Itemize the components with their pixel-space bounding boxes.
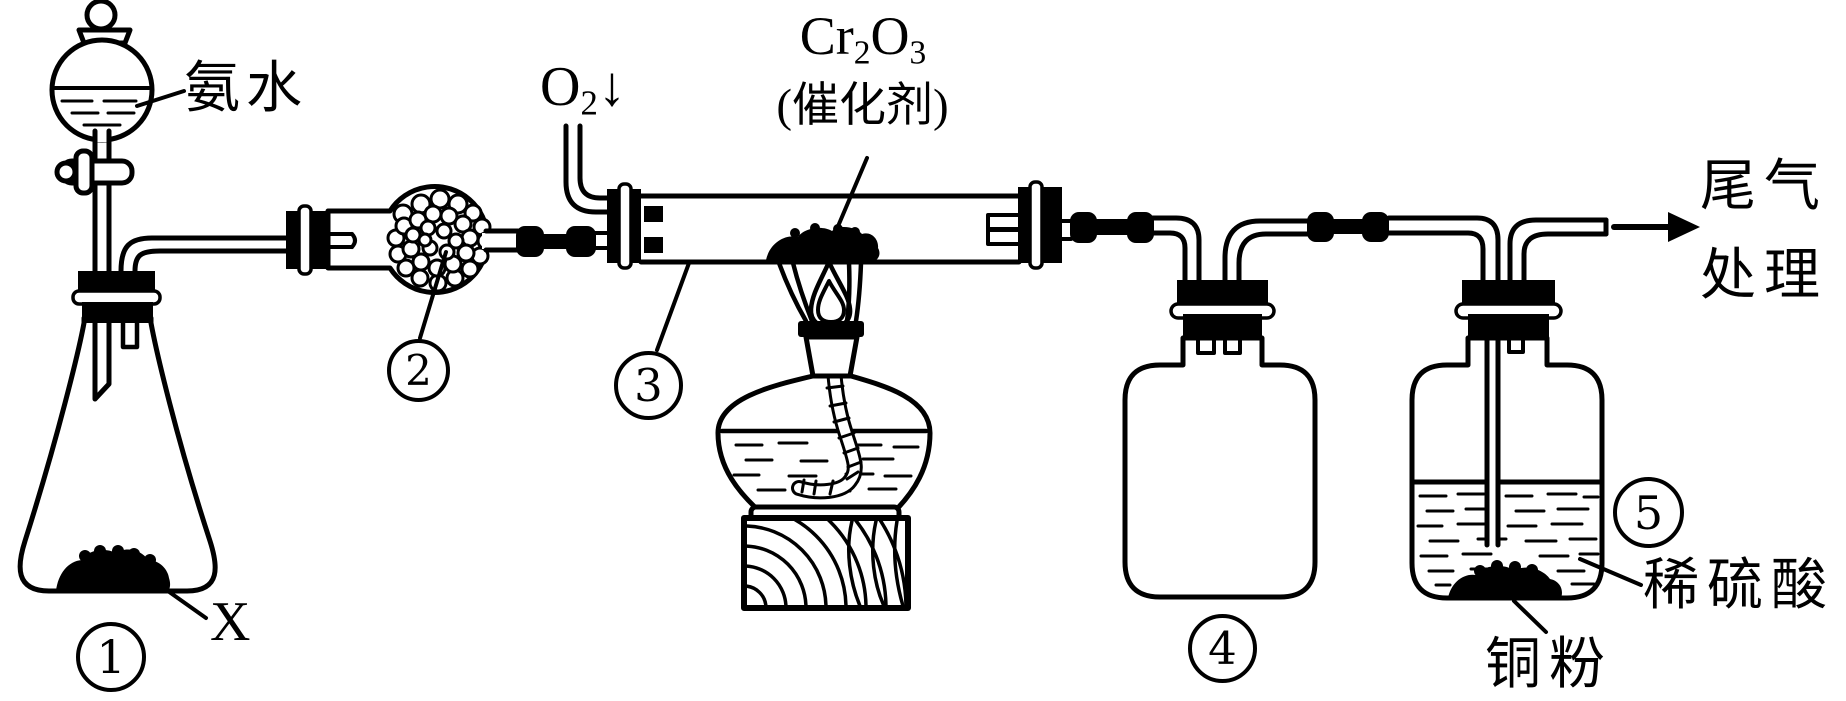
wood-grain (747, 521, 905, 605)
flask-stopper (71, 271, 162, 323)
tail-gas-arrow (1611, 212, 1700, 242)
bulb-stopper (286, 204, 328, 276)
rubber-connector-1 (516, 226, 596, 257)
tube-stopper-right (1018, 180, 1062, 270)
oxygen-inlet-tube (563, 123, 613, 215)
wood-block (741, 515, 911, 611)
formula-o: O (870, 6, 910, 66)
rubber-connector-3 (1307, 212, 1389, 242)
formula-cr: Cr (799, 6, 854, 66)
label-dilute-sulfuric-acid: 稀硫酸 (1643, 555, 1835, 617)
step-circle-3: 3 (614, 351, 683, 420)
step-number-2: 2 (405, 346, 432, 395)
step-circle-4: 4 (1188, 614, 1257, 683)
tube-to-bottle-4 (1149, 215, 1202, 284)
step-circle-5: 5 (1613, 477, 1684, 548)
leader-lines (135, 89, 1643, 634)
label-copper-powder: 铜粉 (1485, 634, 1613, 696)
reaction-tube-3 (607, 180, 1154, 270)
step-circle-1: 1 (76, 622, 146, 692)
dropping-funnel (49, 0, 155, 275)
wick-collar (798, 321, 864, 337)
tube-flask-to-bulb (118, 235, 291, 274)
tube-to-bottle-5 (1222, 212, 1501, 284)
oxygen-subscript: 2 (580, 83, 598, 123)
formula-sub3: 3 (909, 34, 927, 72)
step-number-1: 1 (96, 630, 126, 684)
rubber-connector-2 (1070, 212, 1154, 243)
label-oxygen-inlet: O2↓ (540, 58, 626, 122)
gas-outlet-stub (120, 320, 140, 350)
label-tail-gas: 尾气处理 (1700, 143, 1828, 321)
tail-gas-outlet (1507, 212, 1700, 284)
flask-1 (17, 271, 218, 594)
step-circle-2: 2 (387, 339, 450, 402)
label-catalyst-paren: (催化剂) (776, 80, 949, 132)
solid-x-pile (56, 545, 171, 591)
stopcock (54, 148, 135, 196)
formula-sub2: 2 (853, 34, 871, 72)
step-number-5: 5 (1633, 485, 1664, 540)
label-catalyst-formula: Cr2O3 (758, 8, 968, 71)
gas-bottle-4 (1122, 280, 1318, 600)
gas-bottle-5 (1409, 280, 1605, 601)
oxygen-down-arrow-icon: ↓ (597, 56, 626, 118)
step-number-3: 3 (634, 359, 663, 412)
label-ammonia-water: 氨水 (184, 58, 308, 120)
tail-gas-line1: 尾气 (1700, 156, 1828, 218)
flame (776, 259, 864, 331)
lamp-neck (803, 334, 860, 379)
step-number-4: 4 (1208, 622, 1237, 675)
funnel-stopper-knob (84, 0, 118, 32)
alcohol-lamp (715, 259, 933, 523)
bottle-5-stopper (1454, 280, 1563, 338)
tube-stopper-left (607, 182, 641, 270)
tail-gas-line2: 处理 (1700, 245, 1828, 307)
oxygen-element: O (540, 56, 581, 118)
funnel-stem-tip (92, 320, 112, 402)
dip-tube (1484, 335, 1501, 548)
copper-powder-pile (1448, 560, 1562, 598)
drying-bulb-2 (286, 184, 611, 295)
label-solid-x: X (210, 591, 251, 653)
bottle-4-stopper (1169, 280, 1276, 338)
